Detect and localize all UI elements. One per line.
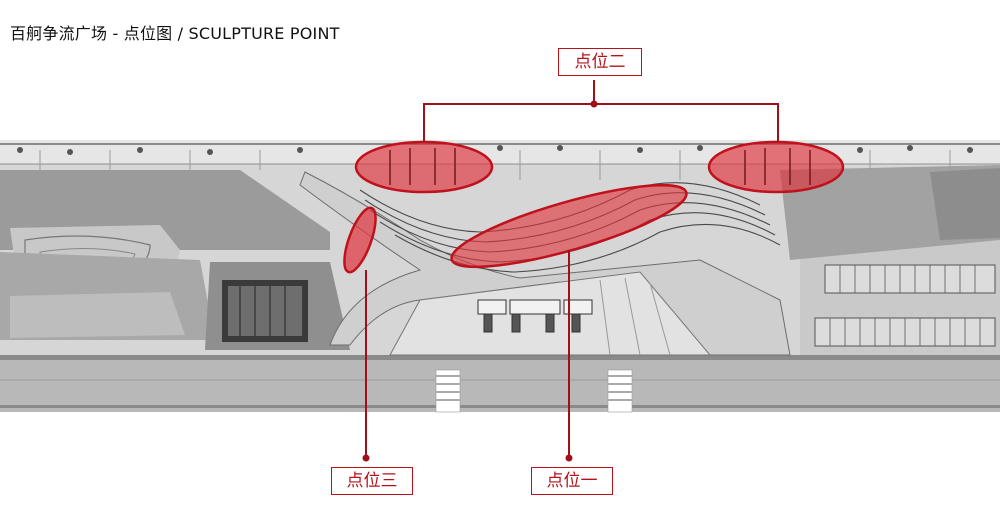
leader-dots	[362, 100, 598, 462]
building	[222, 280, 308, 342]
plan-base	[0, 140, 1000, 413]
callout-point-three: 点位三	[331, 467, 413, 495]
callout-point-two: 点位二	[558, 48, 642, 76]
leader-lines	[365, 80, 779, 458]
callout-point-one: 点位一	[531, 467, 613, 495]
page-title: 百舸争流广场 - 点位图 / SCULPTURE POINT	[10, 24, 340, 43]
highlight-point-three	[343, 206, 377, 274]
highlight-point-two-right	[707, 140, 845, 194]
highlight-point-one	[450, 183, 688, 269]
pavilions	[477, 299, 593, 333]
highlight-point-two-left	[354, 140, 494, 194]
